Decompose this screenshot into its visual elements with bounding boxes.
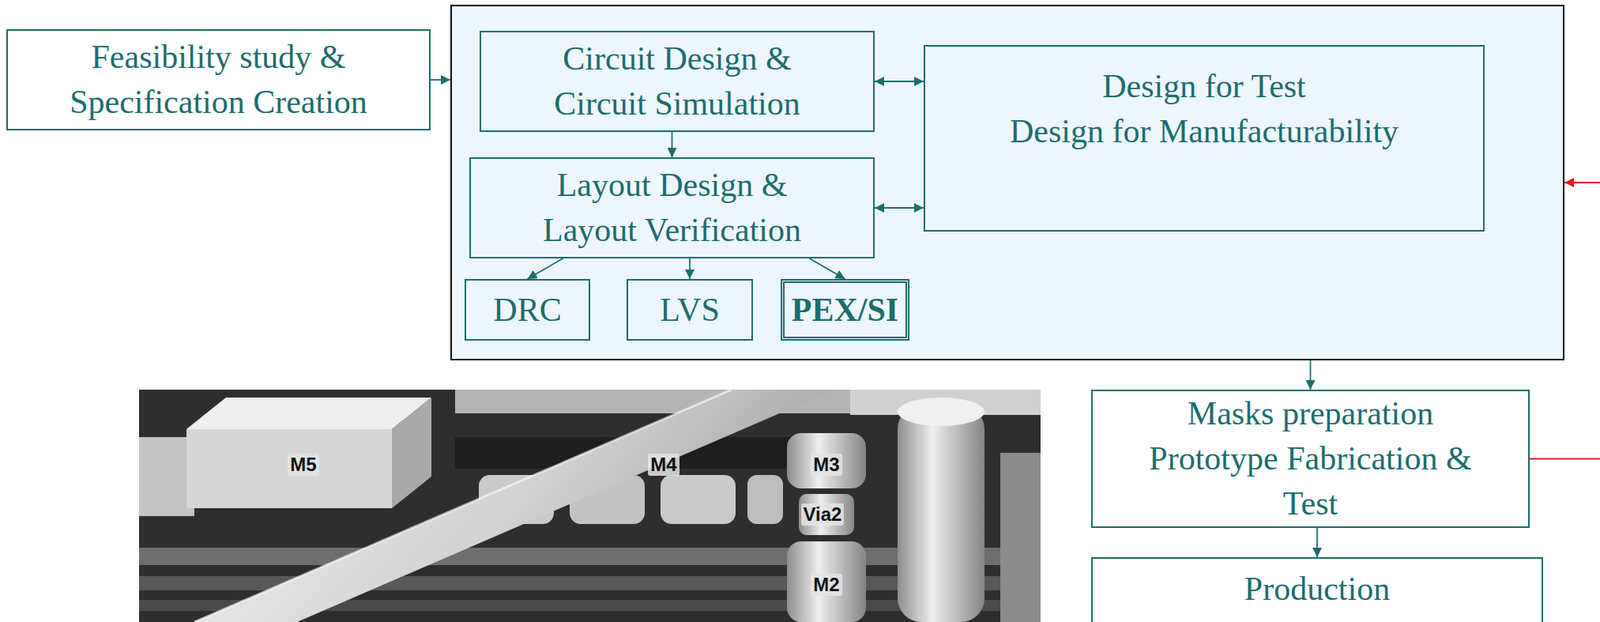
flow-arrow	[671, 131, 674, 158]
process-box: LVS	[626, 278, 753, 341]
box-text: Circuit Design & Circuit Simulation	[527, 36, 828, 126]
box-text: Feasibility study & Specification Creati…	[52, 34, 385, 125]
sem-image	[139, 389, 1041, 622]
group-container: Circuit Design & Circuit SimulationDesig…	[450, 4, 1565, 361]
flow-arrow	[809, 258, 846, 279]
container-fill	[450, 4, 1565, 361]
feedback-arrow	[1529, 182, 1600, 460]
flow-arrow	[527, 258, 564, 279]
flow-arrow	[1316, 527, 1318, 558]
flow-arrow	[1310, 360, 1312, 390]
box-text: PEX/SI	[791, 287, 899, 333]
layer-label: M5	[287, 453, 319, 476]
box-text: Prototype Fabrication & Test	[1144, 436, 1477, 526]
box-text: Production	[1244, 566, 1390, 612]
layer-label: Via2	[801, 503, 845, 526]
layer-label: M4	[647, 453, 679, 476]
box-text: Layout Design & Layout Verification	[522, 162, 823, 253]
process-box: PEX/SI	[780, 278, 910, 341]
flow-arrow	[874, 207, 924, 209]
process-box: Masks preparationPrototype Fabrication &…	[1091, 389, 1530, 528]
flow-arrow	[688, 258, 691, 279]
layer-label: M2	[810, 573, 842, 596]
process-box: DRC	[464, 278, 591, 341]
process-box: Circuit Design & Circuit Simulation	[479, 30, 875, 132]
process-box: Production	[1091, 557, 1544, 622]
flow-arrow	[430, 79, 451, 81]
process-box: Design for TestDesign for Manufacturabil…	[923, 45, 1485, 232]
box-text: Masks preparation	[1187, 391, 1434, 437]
layer-label: M3	[810, 453, 842, 476]
box-text: Design for Test	[1102, 64, 1307, 110]
flow-arrow	[874, 80, 924, 83]
process-box: Feasibility study & Specification Creati…	[6, 29, 431, 131]
process-box: Layout Design & Layout Verification	[469, 157, 875, 259]
box-text: Design for Manufacturability	[1009, 109, 1399, 155]
box-text: LVS	[659, 287, 720, 333]
box-text: DRC	[493, 287, 561, 333]
